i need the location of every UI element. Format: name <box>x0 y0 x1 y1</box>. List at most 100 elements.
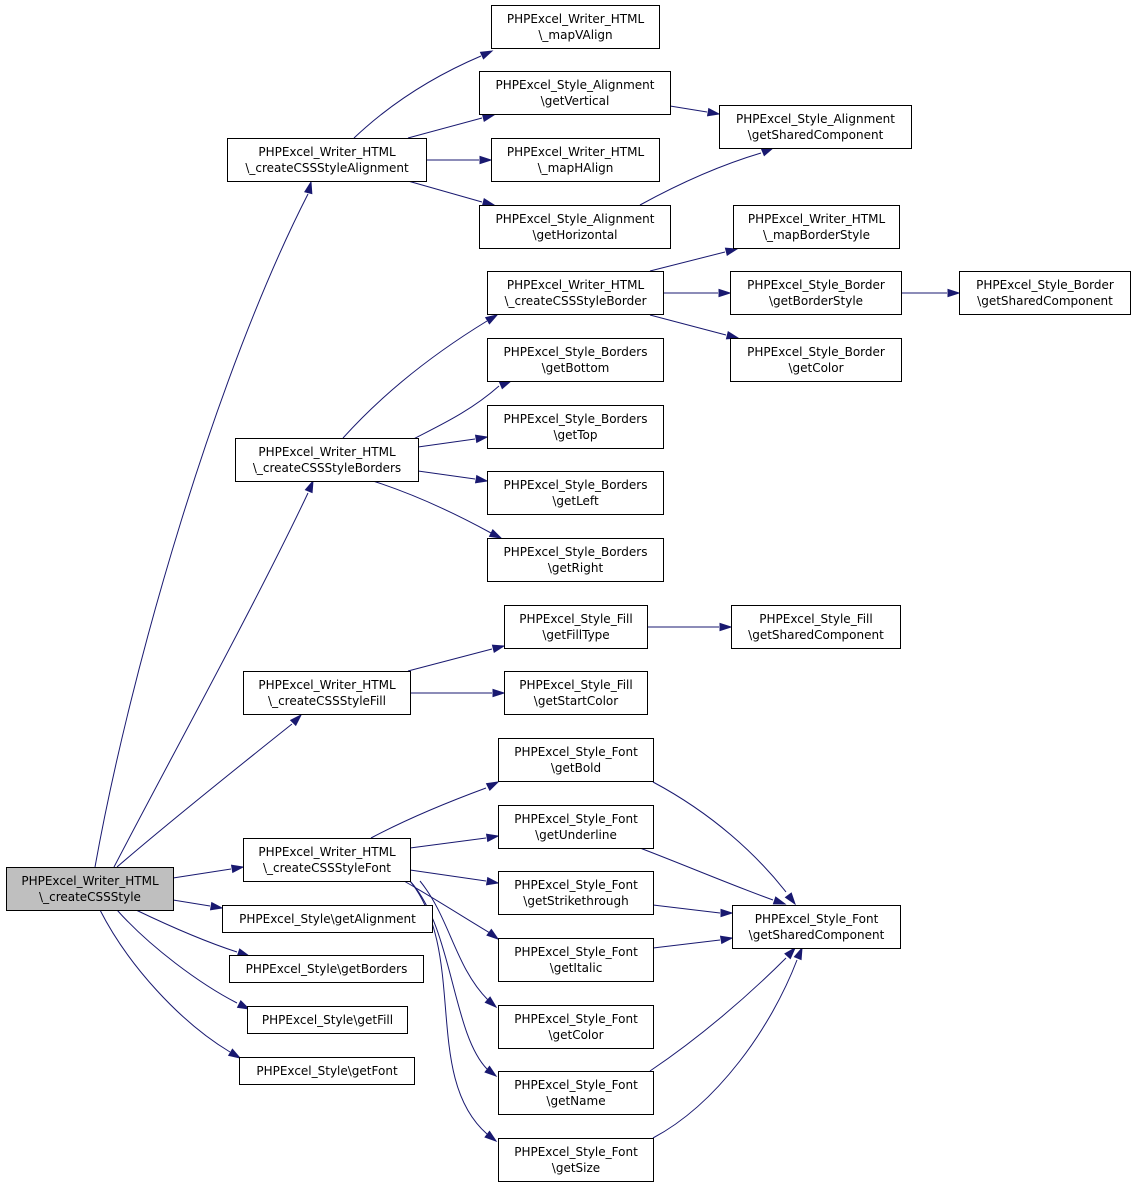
node-box <box>498 938 654 982</box>
node-label-line: \_createCSSStyleBorders <box>253 461 401 475</box>
arrowhead-icon <box>947 288 961 298</box>
node-getBottom[interactable]: PHPExcel_Style_Borders\getBottom <box>487 338 664 382</box>
edge-line <box>94 193 309 868</box>
arrowhead-icon <box>725 331 740 340</box>
node-mapBorder[interactable]: PHPExcel_Writer_HTML\_mapBorderStyle <box>733 205 900 249</box>
edge-align-to-getVert <box>407 113 496 139</box>
node-getBold[interactable]: PHPExcel_Style_Font\getBold <box>498 738 654 782</box>
node-getFillType[interactable]: PHPExcel_Style_Fill\getFillType <box>504 605 648 649</box>
node-label-line: \getLeft <box>552 494 599 508</box>
edge-getItalic-to-fontShared <box>652 935 734 949</box>
arrowhead-icon <box>772 896 787 905</box>
arrowhead-icon <box>720 908 734 918</box>
node-mapV[interactable]: PHPExcel_Writer_HTML\_mapVAlign <box>491 5 660 49</box>
node-box <box>498 871 654 915</box>
arrowhead-icon <box>492 688 506 698</box>
node-label-line: \getBorderStyle <box>769 294 863 308</box>
edge-getStrike-to-fontShared <box>652 904 734 918</box>
arrowhead-icon <box>479 50 494 60</box>
edge-line <box>135 909 238 953</box>
node-fontShared[interactable]: PHPExcel_Style_Font\getSharedComponent <box>732 905 901 949</box>
node-label-line: PHPExcel_Style_Borders <box>504 412 648 426</box>
node-label-line: \_createCSSStyleAlignment <box>245 161 409 175</box>
node-alignShared[interactable]: PHPExcel_Style_Alignment\getSharedCompon… <box>719 105 912 149</box>
node-getHoriz[interactable]: PHPExcel_Style_Alignment\getHorizontal <box>479 205 671 249</box>
arrowhead-icon <box>481 198 496 207</box>
edge-line <box>403 880 491 934</box>
edge-line <box>116 723 293 868</box>
node-label-line: \getBottom <box>542 361 610 375</box>
edge-line <box>649 957 787 1072</box>
node-styleFill[interactable]: PHPExcel_Style\getFill <box>247 1006 408 1034</box>
node-label-line: PHPExcel_Style\getBorders <box>246 962 408 976</box>
arrowhead-icon <box>484 314 499 325</box>
node-getRight[interactable]: PHPExcel_Style_Borders\getRight <box>487 538 664 582</box>
node-label-line: PHPExcel_Writer_HTML <box>507 12 645 26</box>
arrowhead-icon <box>760 147 775 157</box>
edge-line <box>639 152 762 206</box>
edge-getUnderline-to-fontShared <box>639 847 787 905</box>
edge-root-to-styleAlign <box>172 899 224 911</box>
arrowhead-icon <box>484 996 498 1009</box>
edge-borders-to-border <box>342 314 499 439</box>
node-label-line: PHPExcel_Writer_HTML <box>507 145 645 159</box>
node-borders[interactable]: PHPExcel_Writer_HTML\_createCSSStyleBord… <box>235 438 419 482</box>
arrowhead-icon <box>718 288 732 298</box>
node-label-line: \getColor <box>788 361 843 375</box>
edge-align-to-getHoriz <box>407 180 496 207</box>
node-label-line: PHPExcel_Style_Border <box>747 345 885 359</box>
node-box <box>239 1057 415 1085</box>
node-styleBorders[interactable]: PHPExcel_Style\getBorders <box>229 955 424 983</box>
node-getTop[interactable]: PHPExcel_Style_Borders\getTop <box>487 405 664 449</box>
node-getLeft[interactable]: PHPExcel_Style_Borders\getLeft <box>487 471 664 515</box>
node-label-line: \getUnderline <box>535 828 617 842</box>
edge-line <box>407 648 493 672</box>
edge-root-to-fill <box>116 713 303 868</box>
node-getName[interactable]: PHPExcel_Style_Font\getName <box>498 1071 654 1115</box>
node-styleFont[interactable]: PHPExcel_Style\getFont <box>239 1057 415 1085</box>
node-styleAlign[interactable]: PHPExcel_Style\getAlignment <box>222 905 433 933</box>
node-align[interactable]: PHPExcel_Writer_HTML \_createCSSStyleAlig… <box>227 138 427 182</box>
node-getUnderline[interactable]: PHPExcel_Style_Font\getUnderline <box>498 805 654 849</box>
node-label-line: \getVertical <box>541 94 610 108</box>
edge-line <box>409 880 488 1070</box>
arrowhead-icon <box>230 864 245 874</box>
node-getStartColor[interactable]: PHPExcel_Style_Fill\getStartColor <box>504 671 648 715</box>
edge-line <box>99 909 231 1053</box>
node-label-line: PHPExcel_Style_Fill <box>519 678 632 692</box>
node-getVert[interactable]: PHPExcel_Style_Alignment\getVertical <box>479 71 671 115</box>
node-label-line: \getStrikethrough <box>523 894 628 908</box>
node-borderColor[interactable]: PHPExcel_Style_Border \getColor <box>730 338 902 382</box>
arrowhead-icon <box>474 434 489 444</box>
node-label-line: \getName <box>546 1094 605 1108</box>
node-mapH[interactable]: PHPExcel_Writer_HTML\_mapHAlign <box>491 138 660 182</box>
node-getBorderStyle[interactable]: PHPExcel_Style_Border\getBorderStyle <box>730 271 902 315</box>
node-box <box>479 205 671 249</box>
node-fill[interactable]: PHPExcel_Writer_HTML\_createCSSStyleFill <box>243 671 411 715</box>
edge-line <box>113 492 309 868</box>
node-font[interactable]: PHPExcel_Writer_HTML\_createCSSStyleFont <box>243 838 411 882</box>
edge-line <box>409 869 487 882</box>
node-label-line: \_createCSSStyleFont <box>263 861 391 875</box>
node-getSize[interactable]: PHPExcel_Style_Font\getSize <box>498 1138 654 1182</box>
node-box <box>498 1005 654 1049</box>
node-label-line: PHPExcel_Writer_HTML <box>258 145 396 159</box>
node-box <box>6 867 174 911</box>
edge-fill-to-getFillType <box>407 644 506 672</box>
arrowhead-icon <box>209 901 224 911</box>
edge-root-to-styleFill <box>116 909 251 1010</box>
node-root[interactable]: PHPExcel_Writer_HTML\_createCSSStyle <box>6 867 174 911</box>
node-box <box>959 271 1131 315</box>
arrowhead-icon <box>491 644 506 653</box>
node-getStrike[interactable]: PHPExcel_Style_Font\getStrikethrough <box>498 871 654 915</box>
node-fillShared[interactable]: PHPExcel_Style_Fill\getSharedComponent <box>731 605 901 649</box>
node-getItalic[interactable]: PHPExcel_Style_Font\getItalic <box>498 938 654 982</box>
node-borderShared[interactable]: PHPExcel_Style_Border\getSharedComponent <box>959 271 1131 315</box>
edge-line <box>649 314 727 336</box>
edge-font-to-getUnderline <box>409 833 500 849</box>
node-fontColor[interactable]: PHPExcel_Style_Font\getColor <box>498 1005 654 1049</box>
node-label-line: PHPExcel_Writer_HTML <box>258 678 396 692</box>
node-border[interactable]: PHPExcel_Writer_HTML\_createCSSStyleBord… <box>487 271 664 315</box>
node-label-line: \getItalic <box>550 961 603 975</box>
